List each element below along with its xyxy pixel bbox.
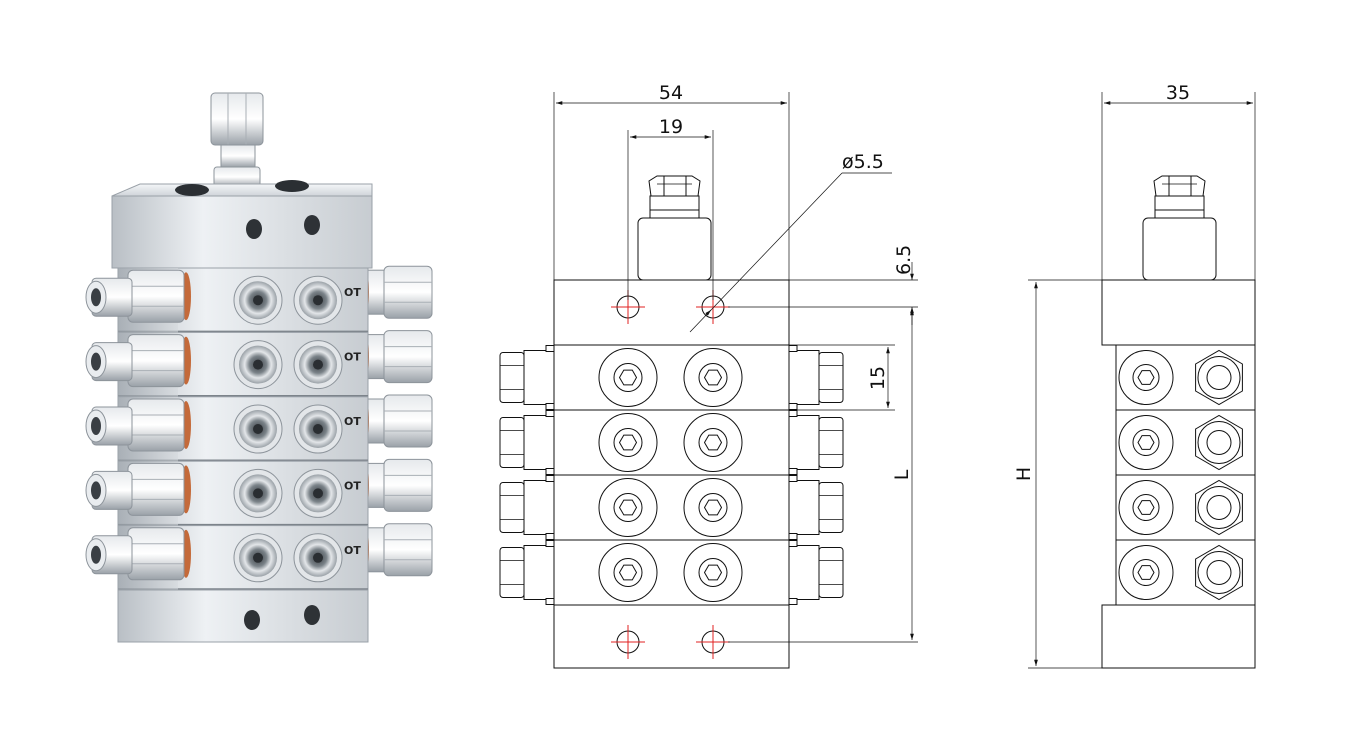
height-dimension: H [1013,467,1035,481]
front-view: 54 19 ø5.5 6.5 15 L [499,82,918,669]
hex-nut [1195,349,1243,406]
hex-nut [1195,544,1243,601]
side-width-dimension-35: 35 [1166,82,1190,104]
outlet-fitting [499,475,555,540]
valve-photo: OT OT OT OT OT [85,92,433,643]
outlet-mark-label: OT [344,286,361,299]
photo-port [293,404,343,454]
outlet-fitting [499,345,555,410]
top-offset-dimension: 6.5 [893,245,915,275]
hex-socket-plug [598,413,658,472]
photo-left-fitting [85,462,191,516]
mounting-hole [611,625,645,659]
outlet-mark-label: OT [344,544,361,557]
outlet-fitting [499,410,555,475]
outlet-mark-label: OT [344,351,361,364]
photo-left-fitting [85,398,191,452]
photo-section: OT [85,458,433,527]
width-dimension-54: 54 [659,82,683,104]
hex-socket-plug [683,543,743,602]
outlet-fitting [788,410,844,475]
photo-port [293,468,343,518]
photo-port [293,275,343,325]
side-section [1115,409,1256,476]
photo-port [233,340,283,390]
front-section [499,474,844,541]
outlet-mark-label: OT [344,415,361,428]
hex-socket-plug [598,478,658,537]
side-view: 35 H [1013,82,1256,669]
photo-section: OT [85,523,433,591]
hex-socket-plug [598,348,658,407]
hex-socket-plug [1118,545,1174,600]
photo-port [233,275,283,325]
hex-nut [1195,479,1243,536]
hex-socket-plug [683,413,743,472]
outlet-mark-label: OT [344,479,361,492]
photo-right-fitting [363,394,433,448]
front-section [499,539,844,606]
hex-socket-plug [1118,350,1174,405]
hex-socket-plug [1118,415,1174,470]
front-section [499,344,844,411]
photo-right-fitting [363,330,433,384]
hex-socket-plug [683,478,743,537]
side-section [1115,539,1256,606]
photo-left-fitting [85,527,191,581]
photo-right-fitting [363,265,433,319]
outlet-fitting [499,540,555,605]
outlet-fitting [788,540,844,605]
outlet-fitting [788,475,844,540]
photo-port [293,340,343,390]
inlet-spacing-dimension-19: 19 [659,116,683,138]
photo-left-fitting [85,334,191,388]
photo-right-fitting [363,458,433,512]
hex-socket-plug [598,543,658,602]
hex-socket-plug [1118,480,1174,535]
photo-port [233,468,283,518]
length-dimension: L [891,469,913,480]
photo-section: OT [85,330,433,398]
side-section [1115,344,1256,411]
front-section [499,409,844,476]
photo-port [233,404,283,454]
hex-socket-plug [683,348,743,407]
photo-section: OT [85,394,433,462]
hex-nut [1195,414,1243,471]
mounting-hole [696,625,730,659]
side-section [1115,474,1256,541]
photo-section: OT [85,265,433,333]
outlet-fitting [788,345,844,410]
photo-left-fitting [85,269,191,323]
section-height-dimension: 15 [867,366,889,390]
photo-right-fitting [363,523,433,577]
photo-port [293,533,343,583]
hole-diameter-dimension: ø5.5 [842,151,884,173]
photo-port [233,533,283,583]
